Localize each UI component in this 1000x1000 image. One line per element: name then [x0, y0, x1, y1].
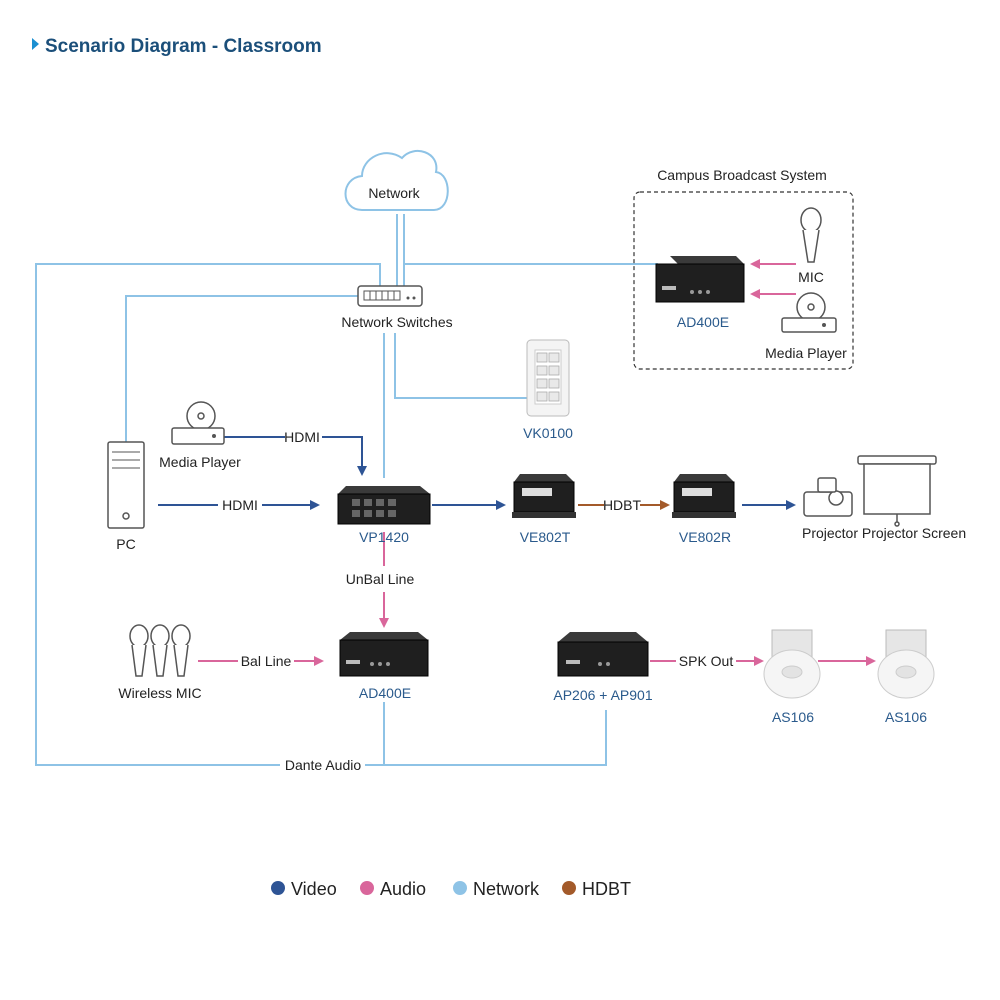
pc-tower-icon — [107, 441, 145, 529]
media-player-left-label: Media Player — [159, 454, 241, 470]
network-switches-label: Network Switches — [341, 314, 452, 330]
as106-b-speaker-icon — [877, 629, 935, 699]
network-label: Network — [368, 185, 420, 201]
ve802r-label: VE802R — [679, 529, 731, 545]
spk-edge-label: SPK Out — [679, 653, 734, 669]
bal-edge-label: Bal Line — [241, 653, 292, 669]
ve802r-device — [672, 474, 736, 518]
media-player-left-icon — [171, 401, 225, 445]
legend-audio-dot — [360, 881, 374, 895]
legend-video-label: Video — [291, 879, 337, 899]
hdmi-pc-edge-label: HDMI — [222, 497, 258, 513]
legend-network-dot — [453, 881, 467, 895]
ap206-ap901-device — [557, 632, 649, 677]
ve802t-label: VE802T — [520, 529, 571, 545]
audio-lines — [198, 259, 876, 666]
legend: Video Audio Network HDBT — [271, 879, 631, 899]
dante-edge-label: Dante Audio — [285, 757, 361, 773]
vk0100-label: VK0100 — [523, 425, 573, 441]
projector-icon — [803, 477, 853, 517]
legend-audio-label: Audio — [380, 879, 426, 899]
ap206-ap901-label: AP206 + AP901 — [553, 687, 652, 703]
as106-a-label: AS106 — [772, 709, 814, 725]
ad400e-bottom-device — [339, 632, 429, 677]
hdbt-edge-label: HDBT — [603, 497, 642, 513]
mic-icon — [800, 207, 822, 263]
pc-label: PC — [116, 536, 135, 552]
ad400e-top-label: AD400E — [677, 314, 729, 330]
vp1420-device — [337, 486, 431, 525]
campus-broadcast-group — [633, 191, 854, 370]
hdmi-media-edge-label: HDMI — [284, 429, 320, 445]
legend-video-dot — [271, 881, 285, 895]
as106-b-label: AS106 — [885, 709, 927, 725]
ve802t-device — [512, 474, 576, 518]
mic-label: MIC — [798, 269, 824, 285]
projector-screen-label: Projector Screen — [862, 525, 966, 541]
campus-broadcast-label: Campus Broadcast System — [657, 167, 827, 183]
ad400e-bottom-label: AD400E — [359, 685, 411, 701]
projector-label: Projector — [802, 525, 858, 541]
network-switch-icon — [357, 285, 423, 307]
legend-hdbt-dot — [562, 881, 576, 895]
media-player-top-label: Media Player — [765, 345, 847, 361]
projector-screen-icon — [857, 455, 937, 527]
vp1420-label: VP1420 — [359, 529, 409, 545]
wireless-mic-label: Wireless MIC — [118, 685, 201, 701]
network-lines — [35, 214, 658, 766]
legend-hdbt-label: HDBT — [582, 879, 631, 899]
page-title: Scenario Diagram - Classroom — [45, 36, 322, 57]
unbal-edge-label: UnBal Line — [346, 571, 415, 587]
media-player-top-icon — [781, 292, 837, 333]
ad400e-top-device — [655, 256, 745, 303]
title-bullet-icon — [32, 38, 39, 50]
legend-network-label: Network — [473, 879, 540, 899]
network-cloud-icon — [344, 149, 449, 211]
video-lines — [158, 436, 796, 510]
wireless-mic-icon — [129, 624, 191, 677]
as106-a-speaker-icon — [763, 629, 821, 699]
vk0100-keypad-icon — [526, 339, 570, 417]
